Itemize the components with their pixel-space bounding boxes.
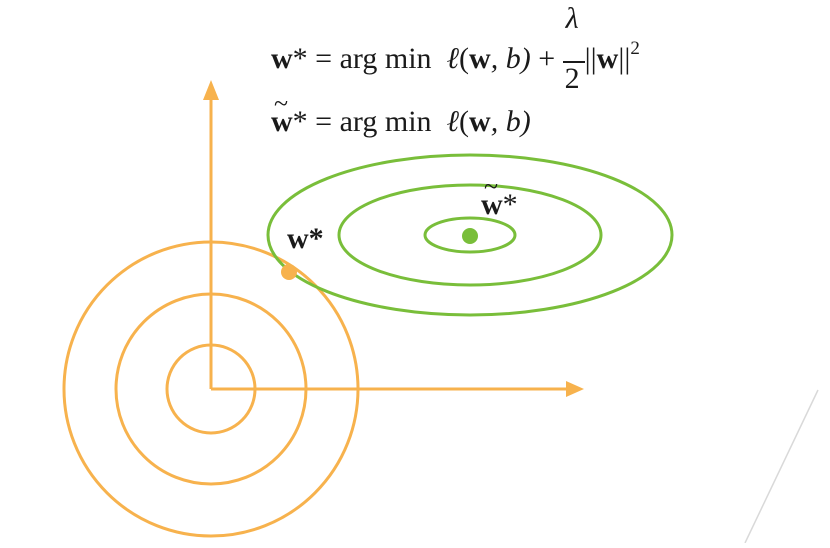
eq1-loss-open: (	[459, 42, 470, 75]
label-w-tilde-var: w~	[481, 172, 503, 222]
eq1-lhs-star: *	[292, 42, 308, 75]
eq1-loss-w: w	[469, 42, 491, 75]
decorative-diagonal-line	[744, 389, 819, 544]
eq2-lhs-star: *	[292, 105, 308, 138]
loss-contour-middle	[337, 183, 603, 287]
loss-contours	[266, 153, 674, 317]
eq1-operator: arg min	[339, 42, 432, 75]
eq1-frac-numerator: λ	[565, 2, 579, 36]
eq1-equals: =	[315, 42, 333, 75]
eq2-operator: arg min	[339, 105, 432, 138]
x-axis-arrow-icon	[566, 381, 584, 397]
eq2-loss-fn: ℓ	[446, 105, 460, 138]
equation-unregularized: w~* = arg min ℓ(w, b)	[271, 89, 531, 139]
eq1-fraction: λ 2	[562, 2, 585, 95]
loss-contour-inner	[423, 216, 517, 254]
eq2-loss-open: (	[459, 105, 470, 138]
label-w-tilde-star: w~*	[481, 172, 518, 222]
eq2-loss-rest: , b)	[490, 105, 531, 138]
eq1-loss-rest: , b)	[490, 42, 531, 75]
label-w-star: w*	[287, 222, 324, 255]
eq1-lhs-var: w	[271, 42, 293, 75]
eq1-norm-open: ||	[584, 42, 597, 75]
eq1-frac-bar	[562, 61, 585, 64]
regularized-optimum-point	[281, 264, 297, 280]
eq2-tilde-mark: ~	[274, 89, 289, 118]
axes	[203, 80, 584, 397]
eq2-equals: =	[315, 105, 333, 138]
eq1-exponent: 2	[630, 38, 640, 59]
label-w-tilde-letter: w	[481, 188, 503, 221]
eq1-loss-fn: ℓ	[446, 42, 460, 75]
loss-contour-outer	[266, 153, 674, 317]
eq1-norm-close: ||	[618, 42, 631, 75]
eq2-loss-w: w	[469, 105, 491, 138]
y-axis-arrow-icon	[203, 80, 219, 100]
eq1-norm-w: w	[596, 42, 619, 75]
eq2-lhs-letter: w	[271, 105, 293, 138]
eq2-lhs-var: w~	[271, 89, 293, 139]
equation-regularized: w* = arg min ℓ(w, b) + λ 2 ||w||2	[271, 2, 640, 95]
label-tilde-mark: ~	[484, 172, 499, 201]
unregularized-optimum-point	[462, 228, 478, 244]
label-w-tilde-star-mark: *	[502, 188, 518, 221]
eq1-plus: +	[538, 42, 556, 75]
eq1-frac-denominator: 2	[564, 62, 580, 96]
